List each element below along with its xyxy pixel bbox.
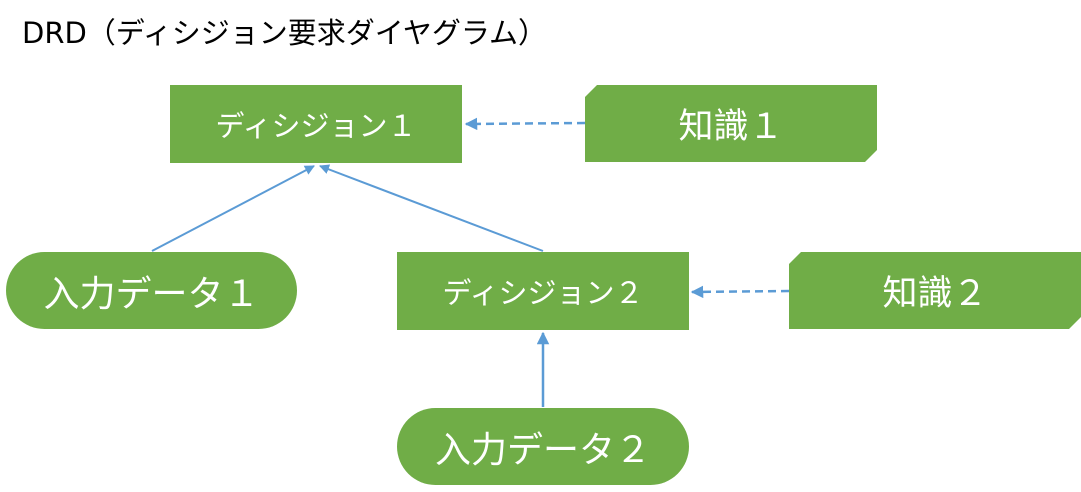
knowledge-source-node-1-label: 知識１ (678, 107, 784, 147)
knowledge-source-node-2[interactable]: 知識２ (789, 252, 1081, 329)
decision-node-2-label: ディシジョン２ (442, 276, 644, 310)
input-data-node-2-label: 入力データ２ (434, 429, 651, 471)
input-data-node-1[interactable]: 入力データ１ (6, 252, 297, 329)
edge-knowledge-1-to-decision-1 (464, 117, 586, 131)
diagram-title: DRD（ディシジョン要求ダイヤグラム） (22, 16, 548, 50)
edge-input-data-1-to-decision-1 (151, 165, 315, 252)
decision-node-1[interactable]: ディシジョン１ (170, 85, 462, 163)
edge-decision-2-to-decision-1 (319, 164, 544, 252)
input-data-node-1-label: 入力データ１ (43, 273, 260, 315)
input-data-node-2[interactable]: 入力データ２ (397, 408, 689, 485)
decision-node-1-label: ディシジョン１ (215, 109, 417, 143)
knowledge-source-node-2-label: 知識２ (882, 274, 988, 314)
decision-node-2[interactable]: ディシジョン２ (397, 252, 689, 330)
edge-knowledge-2-to-decision-2 (690, 285, 790, 299)
knowledge-source-node-1[interactable]: 知識１ (585, 85, 877, 162)
